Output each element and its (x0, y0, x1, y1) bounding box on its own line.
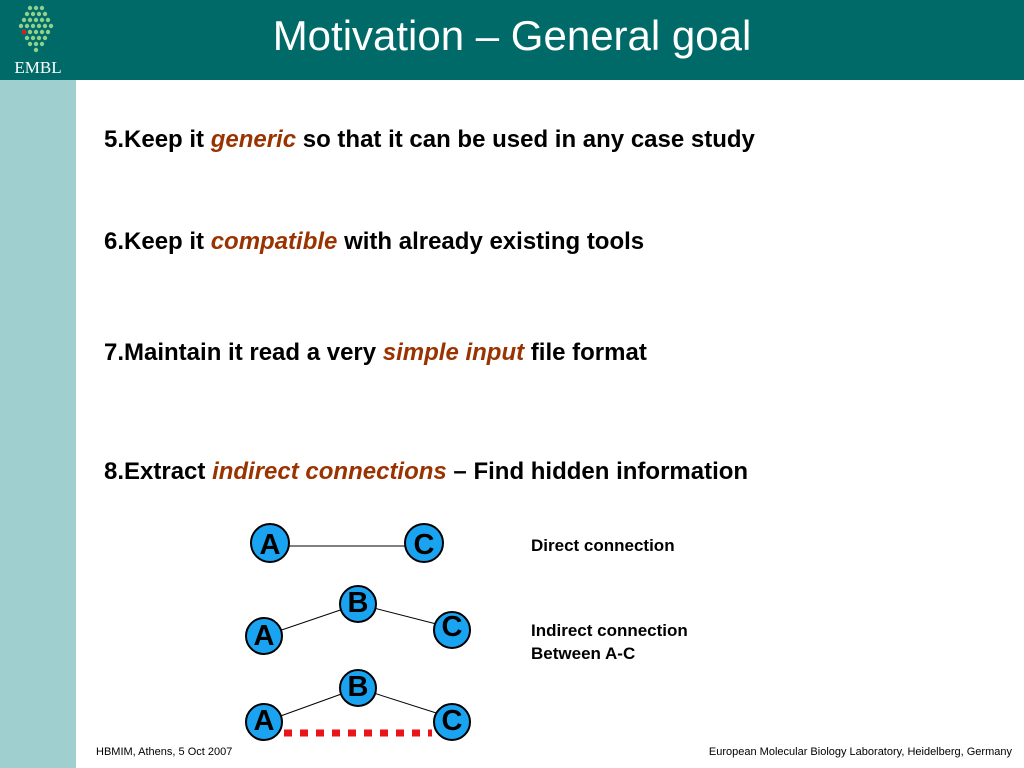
footer-institution: European Molecular Biology Laboratory, H… (708, 746, 1012, 758)
point-prefix: 8.Extract (104, 458, 213, 485)
point-suffix: file format (524, 339, 647, 366)
node-a-indirect: A (245, 617, 283, 655)
slide-title: Motivation – General goal (272, 12, 752, 59)
point-suffix: so that it can be used in any case study (296, 126, 755, 153)
indirect-connection-label: Indirect connection (531, 621, 688, 640)
point-suffix: with already existing tools (337, 228, 645, 255)
node-a-direct: A (250, 523, 290, 563)
node-b-indirect: B (339, 585, 377, 623)
point-prefix: 7.Maintain it read a very (104, 339, 383, 366)
node-c-indirect: C (433, 611, 471, 649)
footer-event: HBMIM, Athens, 5 Oct 2007 (96, 746, 233, 758)
point-suffix: – Find hidden information (446, 458, 749, 485)
node-label: A (254, 620, 275, 652)
embl-logo-icon (18, 5, 54, 53)
direct-connection-label: Direct connection (531, 536, 675, 555)
header-bar (0, 0, 1024, 80)
goal-point-7: 7.Maintain it read a very simple input f… (104, 339, 647, 367)
goal-point-8: 8.Extract indirect connections – Find hi… (104, 458, 748, 486)
embl-logo: EMBL (0, 0, 76, 80)
node-label: B (348, 587, 369, 619)
goal-point-5: 5.Keep it generic so that it can be used… (104, 126, 755, 154)
point-emphasis: generic (210, 126, 297, 153)
node-label: C (442, 705, 463, 737)
point-emphasis: indirect connections (212, 458, 447, 485)
node-label: A (260, 529, 281, 561)
logo-text: EMBL (14, 58, 62, 77)
node-b-hidden: B (339, 669, 377, 707)
connection-diagram: A C B A C B A C (245, 523, 471, 741)
node-label: C (442, 611, 463, 643)
node-label: C (414, 529, 435, 561)
node-a-hidden: A (245, 703, 283, 741)
sidebar-band (0, 0, 76, 768)
node-label: B (348, 671, 369, 703)
node-c-direct: C (404, 523, 444, 563)
point-prefix: 6.Keep it (104, 228, 211, 255)
node-c-hidden: C (433, 703, 471, 741)
node-label: A (254, 705, 275, 737)
point-emphasis: simple input (382, 339, 525, 366)
goal-point-6: 6.Keep it compatible with already existi… (104, 228, 644, 256)
indirect-connection-sublabel: Between A-C (531, 644, 636, 663)
point-prefix: 5.Keep it (104, 126, 211, 153)
point-emphasis: compatible (210, 228, 338, 255)
